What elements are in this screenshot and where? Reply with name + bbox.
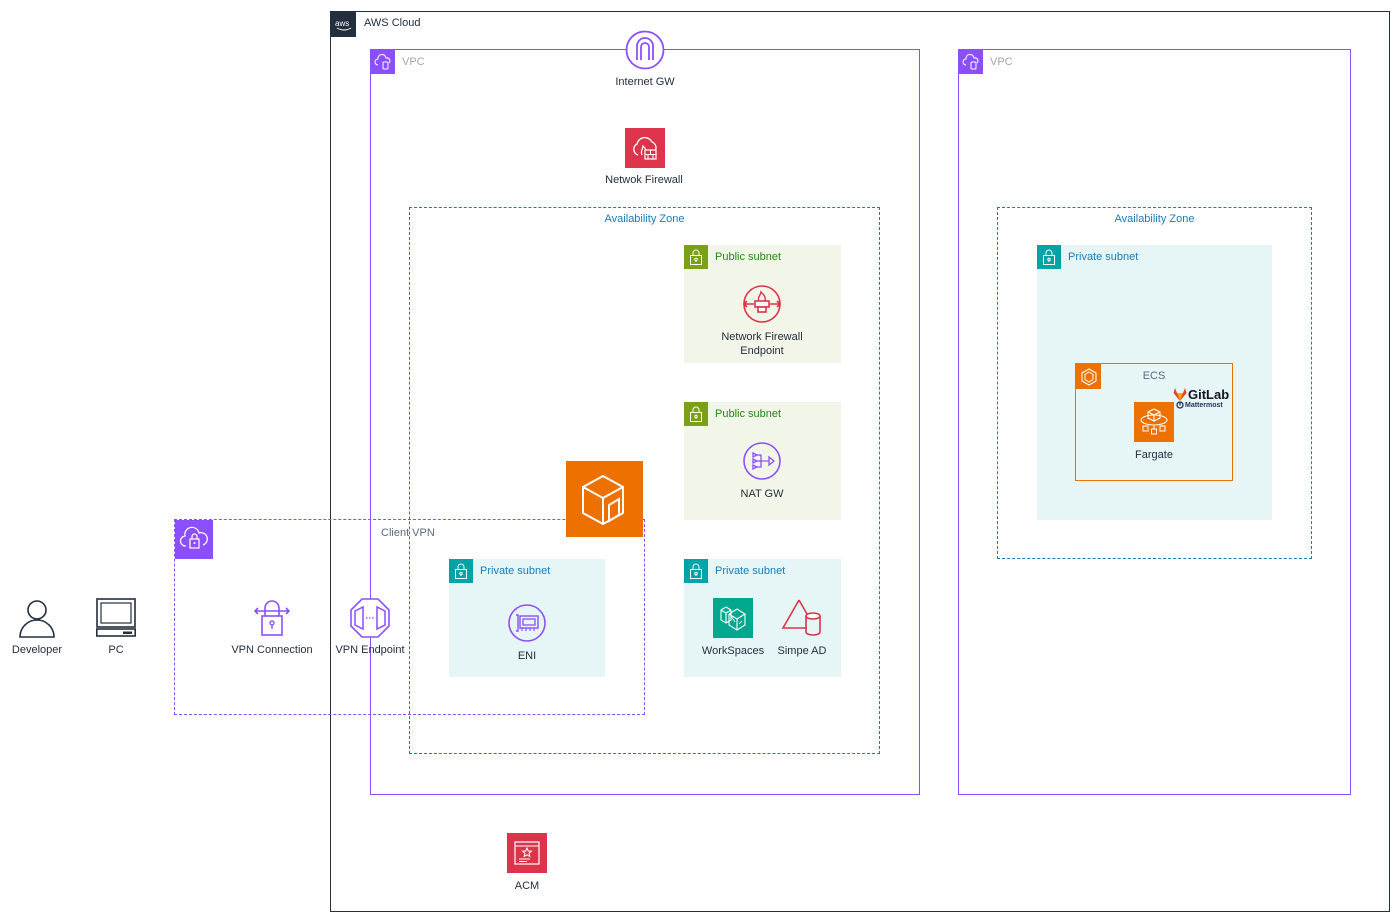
client-vpn-icon: [175, 520, 213, 559]
firewall-endpoint-icon[interactable]: [742, 284, 782, 324]
private-subnet-right-label: Private subnet: [1068, 251, 1139, 263]
mattermost-label: Mattermost: [1185, 401, 1223, 409]
public-subnet-2-label: Public subnet: [715, 408, 782, 420]
public-subnet-lock-icon: [684, 402, 708, 426]
network-firewall-label: Netwok Firewall: [605, 174, 683, 186]
vpn-connection-icon[interactable]: [252, 598, 292, 638]
aws-cloud-label: AWS Cloud: [364, 17, 421, 29]
firewall-endpoint-label-line2: Endpoint: [740, 345, 784, 357]
private-subnet-eni-label: Private subnet: [480, 565, 551, 577]
private-subnet-eni: Private subnet: [449, 559, 605, 677]
fargate-label: Fargate: [1135, 449, 1173, 461]
private-subnet-lock-icon: [684, 559, 708, 583]
firewall-endpoint-label-line1: Network Firewall: [721, 331, 803, 343]
gitlab-label: GitLab: [1188, 387, 1230, 402]
client-pc-icon[interactable]: [96, 598, 136, 638]
simple-ad-label: Simpe AD: [777, 645, 827, 657]
vpn-connection-label: VPN Connection: [231, 644, 313, 656]
availability-zone-left: Availability Zone: [409, 207, 880, 754]
workspaces-label: WorkSpaces: [701, 645, 765, 657]
private-subnet-lock-icon: [1037, 245, 1061, 269]
nat-gateway-label: NAT GW: [740, 488, 784, 500]
simple-ad-icon[interactable]: [781, 598, 821, 638]
public-subnet-1-label: Public subnet: [715, 251, 782, 263]
aws-logo-icon: aws: [331, 12, 356, 37]
network-firewall-icon[interactable]: [625, 128, 665, 168]
public-subnet-lock-icon: [684, 245, 708, 269]
vpc-right-group: VPC: [958, 49, 1351, 795]
developer-label: Developer: [11, 644, 63, 656]
client-vpn-compute-icon[interactable]: [566, 461, 643, 537]
eni-icon[interactable]: [507, 603, 547, 643]
client-vpn-label: Client VPN: [381, 527, 435, 539]
vpn-endpoint-label: VPN Endpoint: [335, 644, 405, 656]
ecs-group: ECS: [1075, 363, 1233, 481]
svg-text:aws: aws: [335, 19, 349, 28]
mattermost-icon: [1176, 401, 1184, 409]
client-vpn-group: Client VPN: [174, 519, 645, 715]
mattermost-logo: Mattermost: [1176, 401, 1223, 409]
private-subnet-workspaces-label: Private subnet: [715, 565, 786, 577]
eni-label: ENI: [517, 650, 537, 662]
workspaces-icon[interactable]: [713, 598, 753, 638]
fargate-icon[interactable]: [1134, 402, 1174, 442]
gitlab-logo: GitLab: [1173, 387, 1229, 402]
vpn-endpoint-icon[interactable]: [350, 598, 390, 638]
pc-label: PC: [108, 644, 124, 656]
private-subnet-lock-icon: [449, 559, 473, 583]
ecs-icon: [1076, 364, 1101, 389]
ecs-label: ECS: [1142, 370, 1166, 382]
vpc-left-label: VPC: [402, 56, 425, 68]
vpc-icon: [371, 50, 395, 74]
availability-zone-right-label: Availability Zone: [1114, 213, 1195, 225]
vpc-icon: [959, 50, 983, 74]
internet-gateway-icon[interactable]: [625, 30, 665, 70]
availability-zone-left-label: Availability Zone: [604, 213, 685, 225]
availability-zone-right: Availability Zone: [997, 207, 1312, 559]
vpc-right-label: VPC: [990, 56, 1013, 68]
acm-label: ACM: [514, 880, 540, 892]
aws-cloud-group: aws AWS Cloud: [330, 11, 1390, 912]
gitlab-icon: [1173, 388, 1187, 401]
nat-gateway-icon[interactable]: [742, 441, 782, 481]
certificate-manager-icon[interactable]: [507, 833, 547, 873]
internet-gateway-label: Internet GW: [615, 76, 675, 88]
user-icon[interactable]: [17, 598, 57, 638]
